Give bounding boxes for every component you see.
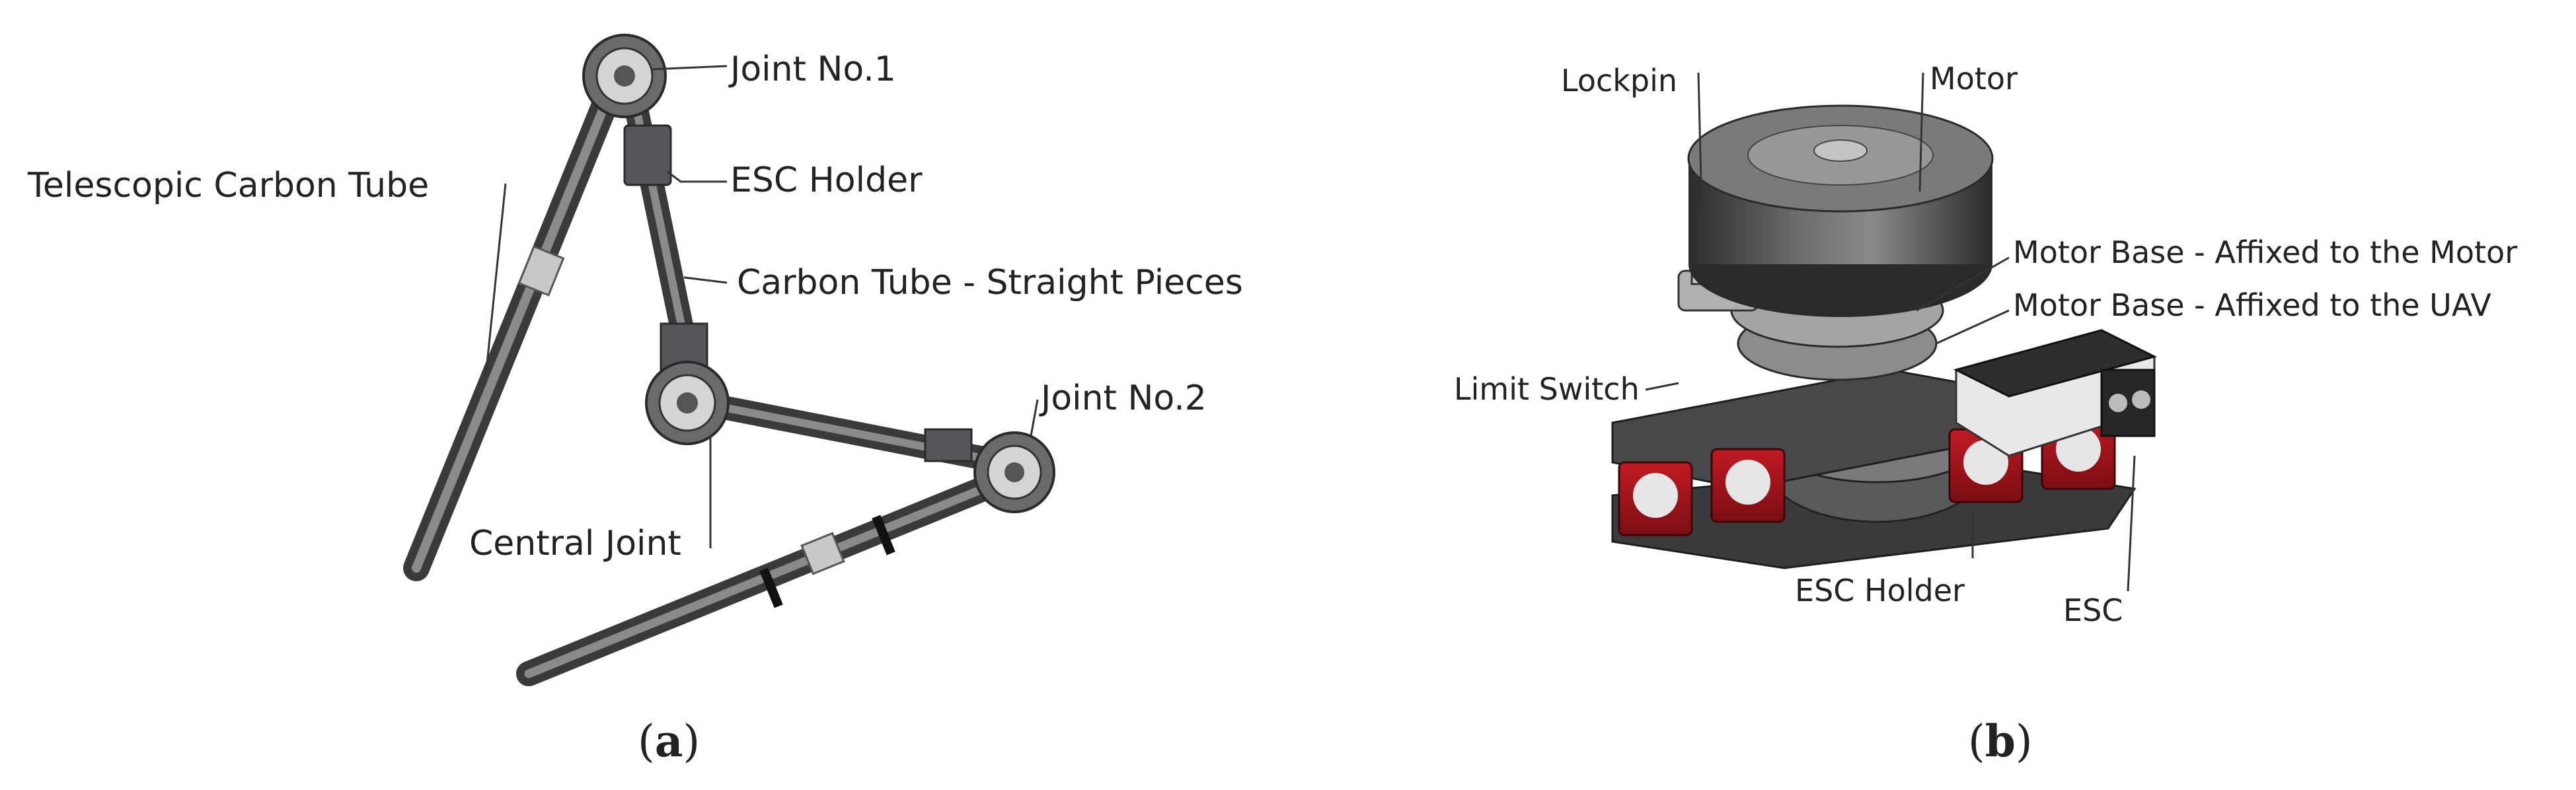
label-central-joint: Central Joint [469,524,681,563]
label-joint-no1: Joint No.1 [728,50,896,89]
label-esc-holder-b: ESC Holder [1795,573,1965,608]
panel-b-leaders [1645,72,2136,592]
panel-b-drawing [1611,104,2158,569]
panel-a-leaders [484,65,1039,548]
caption-b: (b) [1968,715,2033,767]
label-carbon-tube-straight: Carbon Tube - Straight Pieces [737,263,1243,303]
label-motor-base-uav: Motor Base - Affixed to the UAV [2013,287,2491,323]
carbon-tube-lower [698,391,1007,474]
telescopic-carbon-tube-lower [516,473,1004,686]
joint-no1 [582,34,667,118]
esc-holder-a [623,124,672,186]
label-limit-switch: Limit Switch [1454,371,1640,407]
label-joint-no2: Joint No.2 [1039,378,1207,418]
panel-b-labels: Lockpin Motor Motor Base - Affixed to th… [1454,61,2517,628]
panel-a-drawing [403,34,1055,686]
caption-a: (a) [638,715,700,767]
label-motor-base-motor: Motor Base - Affixed to the Motor [2013,234,2517,270]
motor [1687,104,1994,317]
label-motor: Motor [1930,61,2018,96]
label-lockpin: Lockpin [1561,63,1677,98]
label-telescopic-carbon-tube: Telescopic Carbon Tube [27,166,429,205]
esc-module [1953,329,2158,457]
telescopic-carbon-tube [403,59,631,581]
label-esc-holder-a: ESC Holder [730,161,923,200]
panel-a-labels: Joint No.1 ESC Holder Telescopic Carbon … [27,50,1243,563]
central-joint [645,322,730,445]
joint-no2 [973,431,1055,513]
label-esc: ESC [2063,592,2123,628]
